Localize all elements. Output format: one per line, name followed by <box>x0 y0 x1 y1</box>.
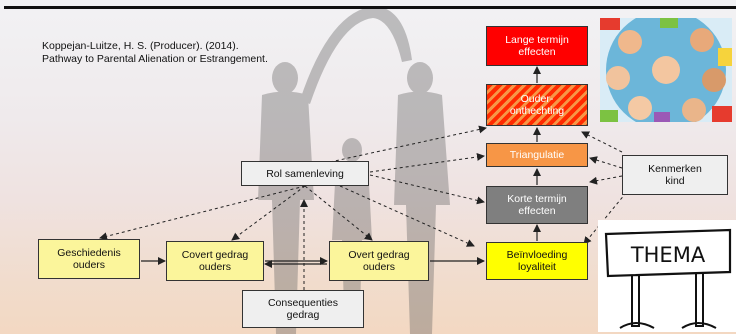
dash-kenmerken-to-ouder <box>581 131 623 153</box>
box-overt-gedrag-ouders: Overt gedrag ouders <box>329 241 429 281</box>
top-rule <box>4 6 736 9</box>
dash-rol-to-beinvloeding <box>339 185 475 247</box>
box-geschiedenis-ouders: Geschiedenis ouders <box>38 239 140 279</box>
box-rol-samenleving: Rol samenleving <box>241 161 369 186</box>
box-consequenties-gedrag: Consequenties gedrag <box>242 290 364 328</box>
box-beinvloeding-loyaliteit: Beïnvloeding loyaliteit <box>486 242 588 280</box>
dash-rol-to-ouder <box>329 125 487 163</box>
box-lange-termijn-effecten: Lange termijn effecten <box>486 26 588 66</box>
dash-kenmerken-to-korte <box>589 175 623 185</box>
sign-text: THEMA <box>630 243 706 267</box>
dash-rol-to-korte <box>369 174 485 205</box>
citation-line-1: Koppejan-Luitze, H. S. (Producer). (2014… <box>42 40 239 52</box>
box-korte-termijn-effecten: Korte termijn effecten <box>486 186 588 224</box>
dash-rol-to-covert <box>231 185 306 241</box>
thema-sign: THEMA <box>598 220 736 332</box>
box-covert-gedrag-ouders: Covert gedrag ouders <box>166 241 264 281</box>
box-ouder-onthechting: Ouder- onthechting <box>486 84 588 126</box>
dash-kenmerken-to-triangulatie <box>589 156 623 169</box>
dash-rol-to-overt <box>304 185 373 241</box>
box-triangulatie: Triangulatie <box>486 143 588 167</box>
children-circle-photo <box>600 18 732 122</box>
dash-kenmerken-to-beinvloeding <box>583 187 631 245</box>
citation-line-2: Pathway to Parental Alienation or Estran… <box>42 53 268 65</box>
dash-rol-to-geschiedenis <box>99 185 306 241</box>
box-kenmerken-kind: Kenmerken kind <box>622 155 728 195</box>
citation: Koppejan-Luitze, H. S. (Producer). (2014… <box>42 40 268 66</box>
dash-rol-to-triangulatie <box>369 153 485 173</box>
